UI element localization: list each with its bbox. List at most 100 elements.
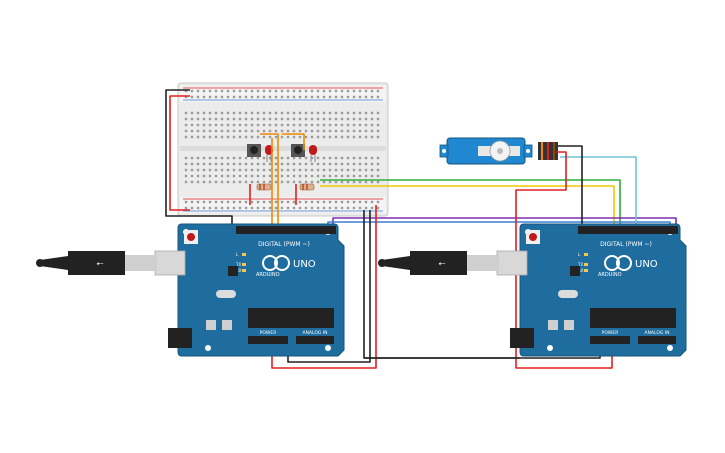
breadboard-hole bbox=[256, 123, 260, 127]
breadboard-hole bbox=[226, 89, 230, 93]
breadboard-hole bbox=[340, 129, 344, 133]
breadboard-hole bbox=[226, 180, 230, 184]
breadboard-hole bbox=[346, 206, 350, 210]
breadboard-hole bbox=[280, 135, 284, 139]
breadboard-hole bbox=[256, 174, 260, 178]
breadboard-hole bbox=[274, 95, 278, 99]
breadboard-hole bbox=[364, 168, 368, 172]
led-right[interactable] bbox=[309, 145, 317, 162]
led-left[interactable] bbox=[265, 145, 273, 162]
breadboard-hole bbox=[304, 156, 308, 160]
usb-cable-right[interactable]: ⭠ bbox=[378, 250, 528, 276]
breadboard-hole bbox=[352, 123, 356, 127]
breadboard-hole bbox=[310, 129, 314, 133]
breadboard-hole bbox=[208, 123, 212, 127]
breadboard-hole bbox=[292, 206, 296, 210]
breadboard-hole bbox=[250, 129, 254, 133]
usb-cable-left[interactable]: ⭠ bbox=[36, 250, 186, 276]
breadboard-hole bbox=[250, 135, 254, 139]
breadboard-hole bbox=[286, 206, 290, 210]
breadboard-hole bbox=[310, 200, 314, 204]
arduino-uno-left[interactable]: DIGITAL (PWM ~) UNO ARDUINO L TX RX POWE… bbox=[168, 223, 345, 357]
breadboard-hole bbox=[220, 129, 224, 133]
breadboard-hole bbox=[364, 162, 368, 166]
breadboard-hole bbox=[298, 180, 302, 184]
breadboard-hole bbox=[184, 206, 188, 210]
resistor-right[interactable] bbox=[299, 183, 315, 191]
breadboard-hole bbox=[304, 200, 308, 204]
breadboard-hole bbox=[328, 162, 332, 166]
breadboard-hole bbox=[256, 156, 260, 160]
breadboard-hole bbox=[328, 95, 332, 99]
arduino-uno-right[interactable]: DIGITAL (PWM ~) UNO ARDUINO L TX RX POWE… bbox=[510, 223, 687, 357]
breadboard-hole bbox=[334, 206, 338, 210]
breadboard-hole bbox=[280, 180, 284, 184]
breadboard-hole bbox=[358, 129, 362, 133]
breadboard-hole bbox=[244, 123, 248, 127]
breadboard-hole bbox=[340, 180, 344, 184]
breadboard-hole bbox=[208, 156, 212, 160]
breadboard-hole bbox=[304, 123, 308, 127]
breadboard-hole bbox=[256, 129, 260, 133]
breadboard-hole bbox=[298, 206, 302, 210]
breadboard-hole bbox=[232, 123, 236, 127]
breadboard-hole bbox=[370, 180, 374, 184]
breadboard-hole bbox=[292, 180, 296, 184]
breadboard-hole bbox=[208, 168, 212, 172]
servo-motor[interactable] bbox=[439, 137, 558, 165]
breadboard-hole bbox=[220, 206, 224, 210]
breadboard-hole bbox=[244, 200, 248, 204]
breadboard-hole bbox=[322, 162, 326, 166]
breadboard-hole bbox=[280, 129, 284, 133]
resistor-left[interactable] bbox=[256, 183, 272, 191]
breadboard-hole bbox=[298, 174, 302, 178]
breadboard-hole bbox=[256, 111, 260, 115]
breadboard-hole bbox=[346, 135, 350, 139]
breadboard-hole bbox=[190, 162, 194, 166]
pushbutton-right[interactable] bbox=[291, 144, 305, 157]
analog-label: ANALOG IN bbox=[644, 330, 669, 336]
breadboard-hole bbox=[238, 111, 242, 115]
breadboard-hole bbox=[244, 111, 248, 115]
breadboard-hole bbox=[316, 129, 320, 133]
breadboard-hole bbox=[238, 168, 242, 172]
breadboard-hole bbox=[262, 206, 266, 210]
breadboard-hole bbox=[262, 135, 266, 139]
breadboard-hole bbox=[358, 180, 362, 184]
breadboard-hole bbox=[232, 174, 236, 178]
breadboard-hole bbox=[202, 162, 206, 166]
breadboard-hole bbox=[328, 206, 332, 210]
breadboard-hole bbox=[196, 117, 200, 121]
breadboard-hole bbox=[244, 180, 248, 184]
breadboard-hole bbox=[280, 111, 284, 115]
breadboard-hole bbox=[364, 180, 368, 184]
breadboard-hole bbox=[298, 162, 302, 166]
breadboard-hole bbox=[274, 162, 278, 166]
breadboard[interactable] bbox=[177, 82, 389, 217]
breadboard-hole bbox=[208, 135, 212, 139]
breadboard-hole bbox=[190, 168, 194, 172]
pushbutton-left[interactable] bbox=[247, 144, 261, 157]
breadboard-hole bbox=[292, 123, 296, 127]
breadboard-hole bbox=[196, 89, 200, 93]
breadboard-hole bbox=[190, 95, 194, 99]
breadboard-hole bbox=[286, 89, 290, 93]
breadboard-hole bbox=[262, 117, 266, 121]
breadboard-hole bbox=[274, 129, 278, 133]
breadboard-hole bbox=[244, 156, 248, 160]
breadboard-hole bbox=[376, 180, 380, 184]
breadboard-hole bbox=[310, 123, 314, 127]
breadboard-hole bbox=[238, 200, 242, 204]
breadboard-hole bbox=[370, 135, 374, 139]
breadboard-hole bbox=[226, 95, 230, 99]
breadboard-hole bbox=[196, 129, 200, 133]
breadboard-hole bbox=[190, 135, 194, 139]
breadboard-hole bbox=[286, 180, 290, 184]
breadboard-hole bbox=[340, 174, 344, 178]
breadboard-hole bbox=[316, 200, 320, 204]
breadboard-hole bbox=[208, 162, 212, 166]
breadboard-hole bbox=[238, 162, 242, 166]
breadboard-hole bbox=[328, 168, 332, 172]
breadboard-hole bbox=[352, 156, 356, 160]
breadboard-hole bbox=[250, 200, 254, 204]
